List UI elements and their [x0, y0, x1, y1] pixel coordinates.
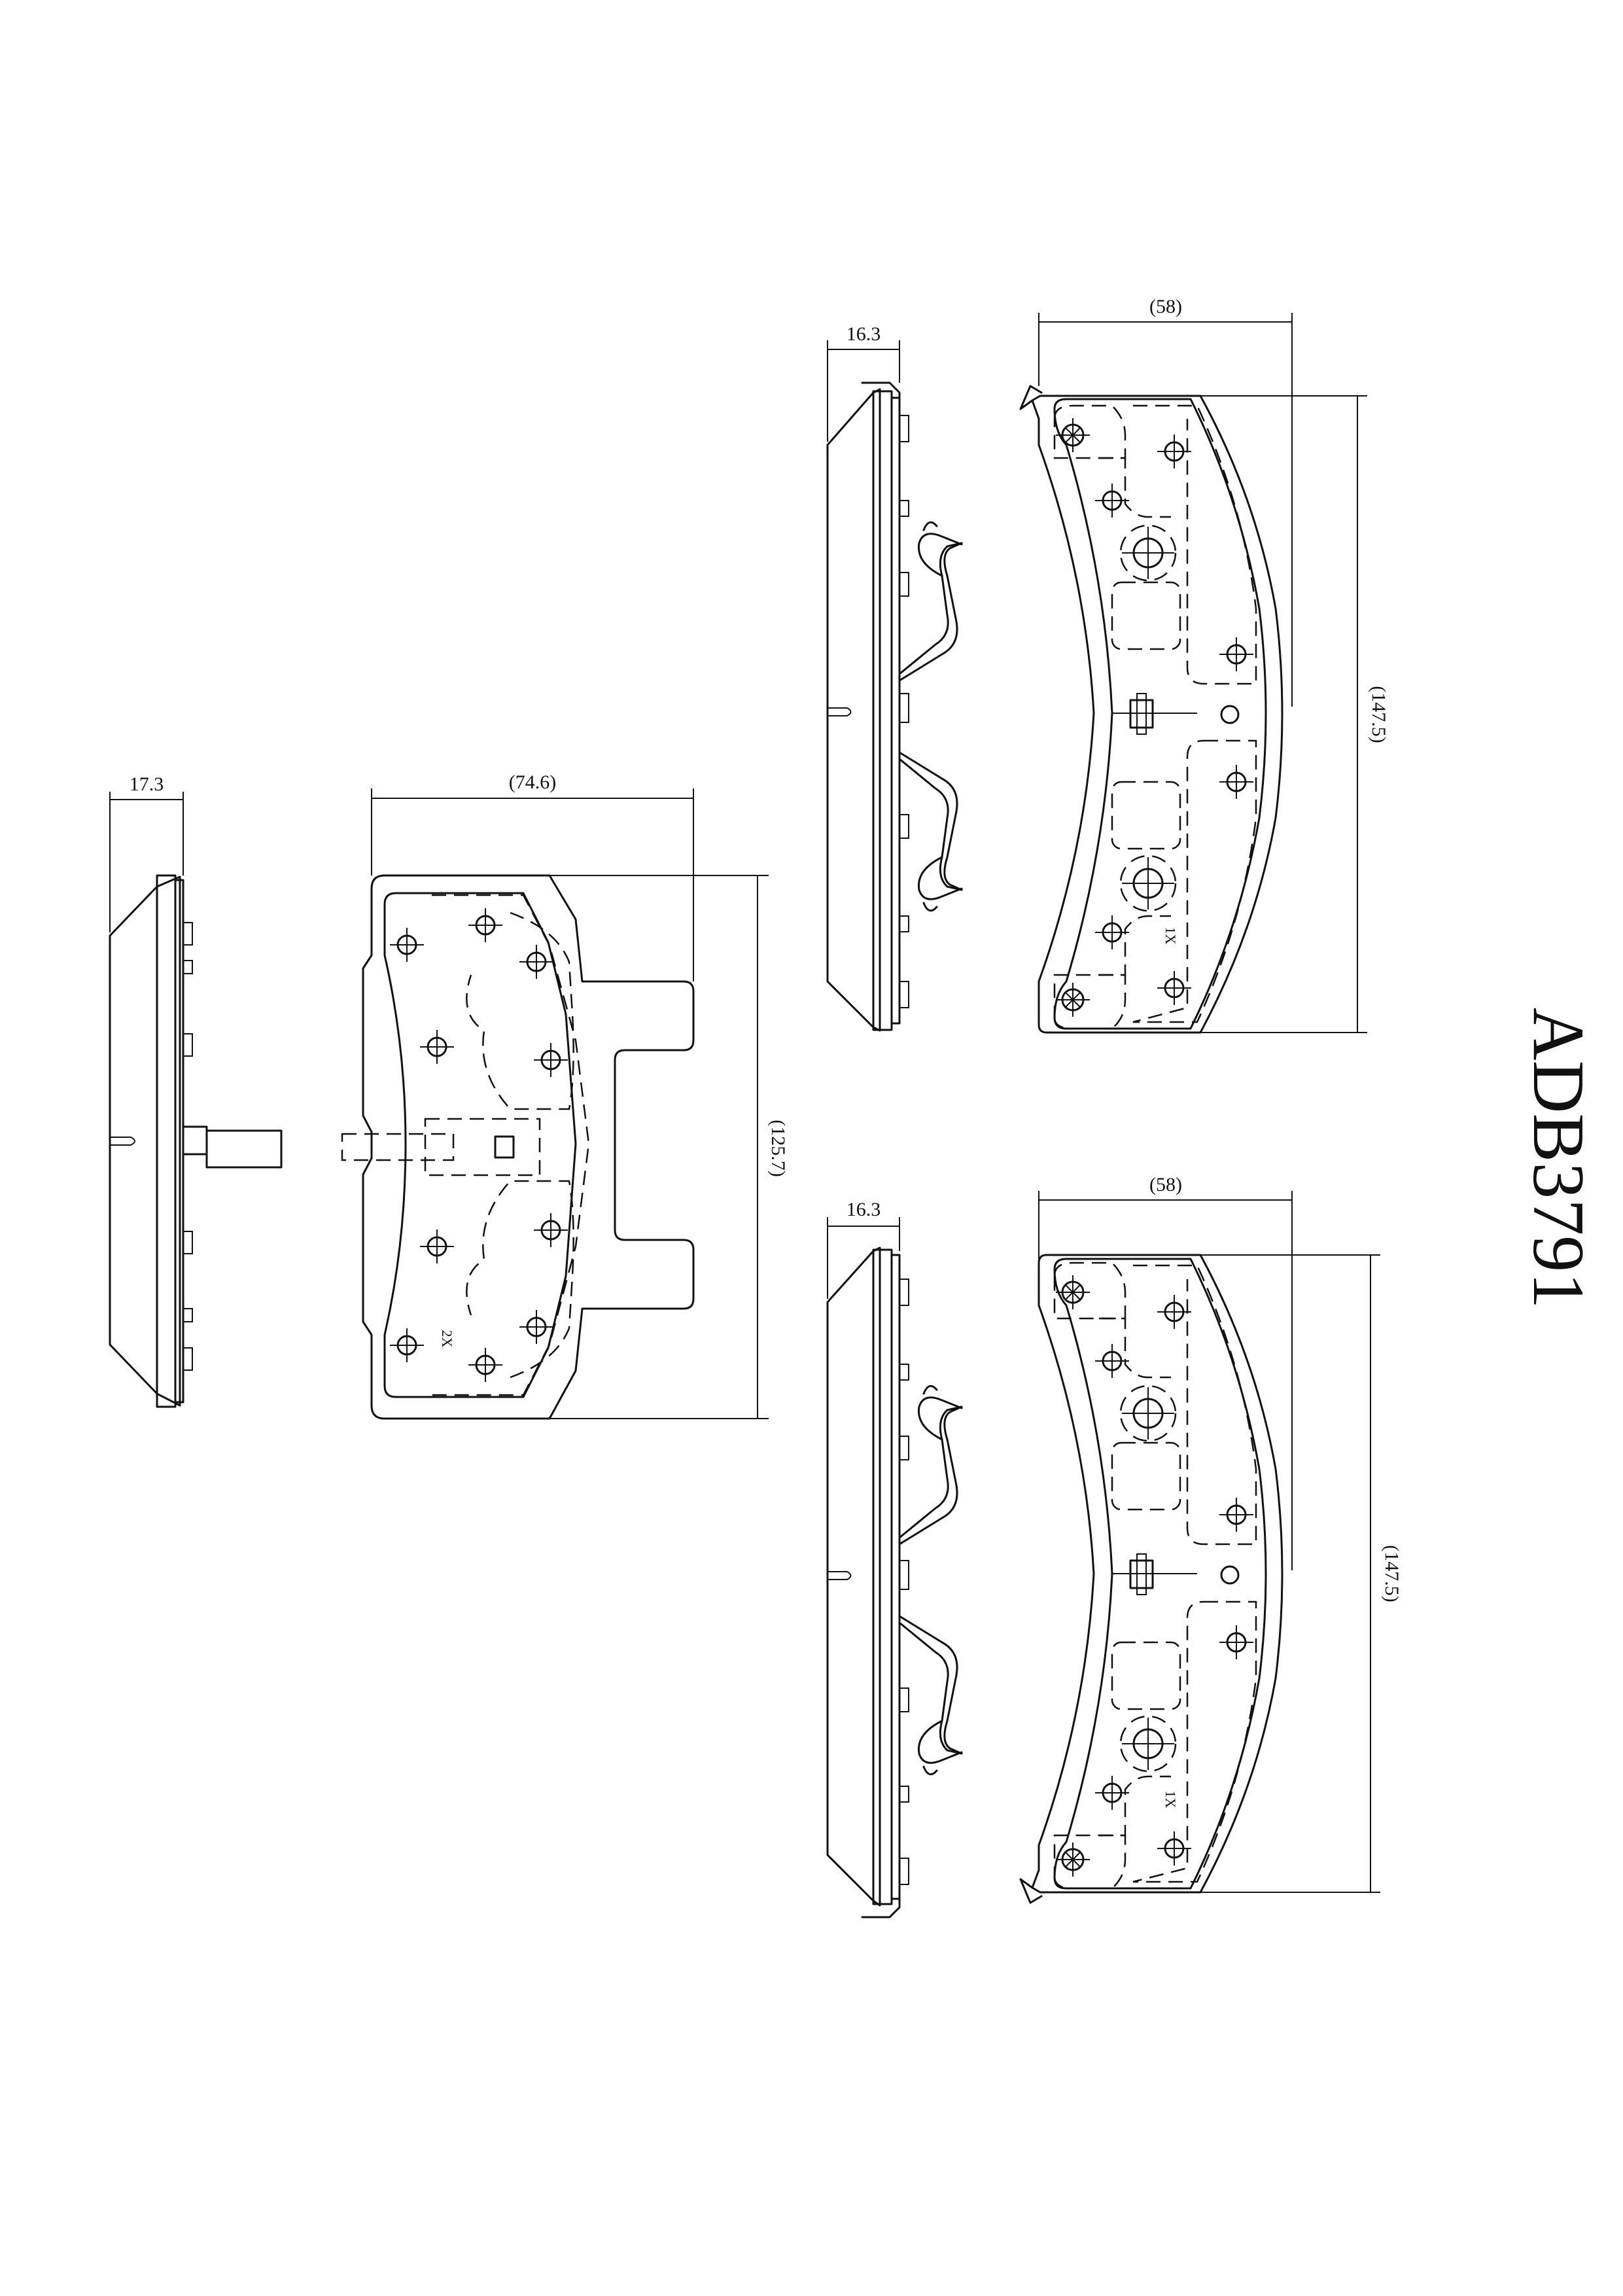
- inner-pad-1-length-label: (147.5): [1368, 686, 1389, 743]
- outer-pad-length-label: (125.7): [767, 1120, 789, 1176]
- inner-pad-1-quantity-label: 1X: [1162, 927, 1179, 945]
- outer-pad-width-dimension: (74.6): [371, 771, 694, 981]
- part-number-label: ADB3791: [1518, 1008, 1599, 1309]
- outer-pad-quantity-label: 2X: [439, 1330, 455, 1348]
- inner-pad-2-thickness-dimension: 16.3: [827, 1199, 900, 1299]
- inner-pad-1-thickness-label: 16.3: [846, 323, 881, 345]
- outer-pad-face-view: 2X: [341, 874, 695, 1420]
- inner-pad-2-face-view: 1X: [1019, 1254, 1283, 1904]
- outer-pad-thickness-dimension: 17.3: [109, 773, 184, 932]
- inner-pad-1-length-dimension: (147.5): [1200, 395, 1389, 1033]
- inner-pad-1-face-view: 1X: [1019, 385, 1283, 1034]
- inner-pad-2-length-label: (147.5): [1381, 1545, 1403, 1602]
- inner-pad-1-side-view: [826, 381, 963, 1032]
- inner-pad-2-thickness-label: 16.3: [846, 1199, 881, 1220]
- inner-pad-2-width-label: (58): [1149, 1174, 1182, 1195]
- inner-pad-2-width-dimension: (58): [1038, 1174, 1293, 1570]
- inner-pad-1-width-dimension: (58): [1038, 296, 1293, 707]
- inner-pad-2-side-view: [826, 1246, 963, 1918]
- outer-pad-width-label: (74.6): [509, 771, 556, 793]
- inner-pad-2-quantity-label: 1X: [1162, 1791, 1179, 1809]
- outer-pad-side-view: [109, 874, 283, 1408]
- outer-pad-thickness-label: 17.3: [130, 773, 164, 795]
- inner-pad-1-thickness-dimension: 16.3: [827, 323, 900, 442]
- inner-pad-2-length-dimension: (147.5): [1200, 1254, 1403, 1893]
- outer-pad-length-dimension: (125.7): [550, 875, 789, 1419]
- inner-pad-1-width-label: (58): [1149, 296, 1182, 317]
